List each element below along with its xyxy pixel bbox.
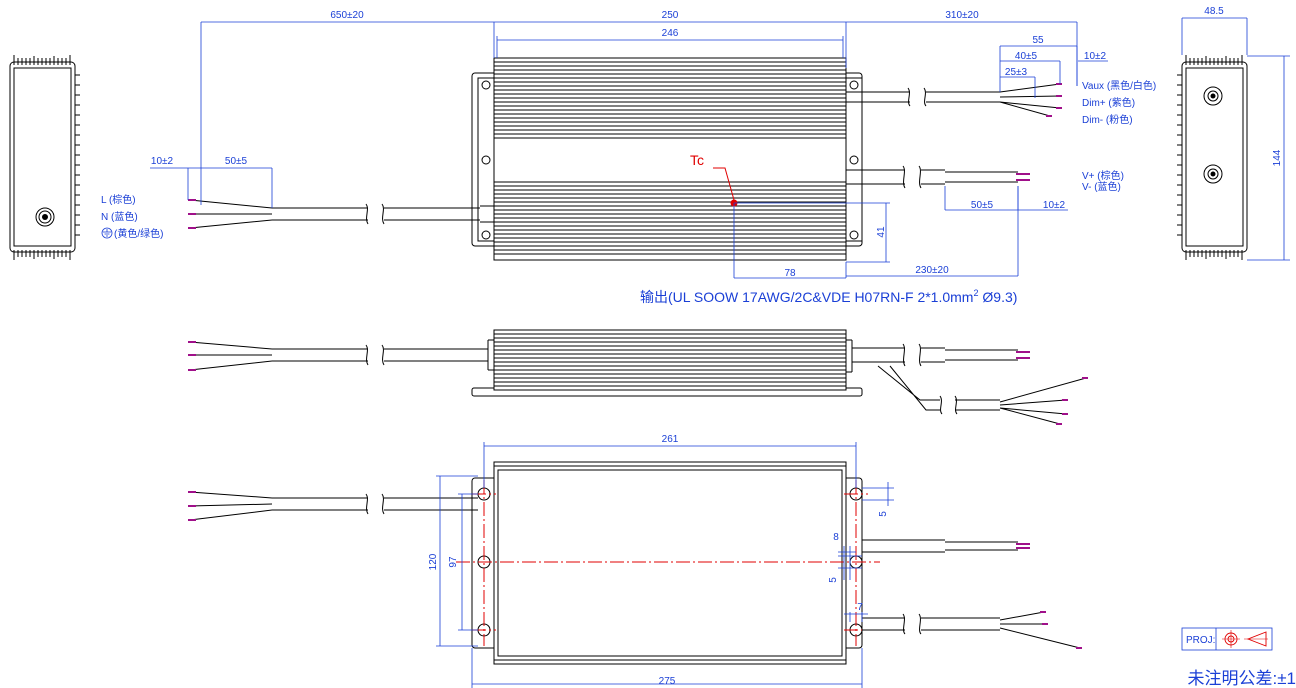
dim-out-50: 50±5 [971,200,994,211]
top-output-cables [846,83,1062,189]
label-dim-minus: Dim- (粉色) [1082,113,1133,126]
dim-650: 650±20 [330,10,364,21]
dim-310: 310±20 [945,10,979,21]
wire-labels: L (棕色) N (蓝色) (黄色/绿色) Vaux (黑色/白色) Dim+ … [101,79,1156,305]
top-view [471,57,863,261]
label-v-minus: V- (蓝色) [1082,180,1121,193]
dim-25: 25±3 [1005,67,1028,78]
projection-symbol-icon [1222,630,1268,648]
bottom-view: 261 275 120 97 5 8 5 7 [188,434,1082,688]
label-dim-plus: Dim+ (紫色) [1082,96,1135,109]
ground-symbol-icon [101,227,113,239]
left-end-view [9,55,80,260]
dim-slot-5a: 5 [878,511,889,517]
left-end-fins-top [13,55,71,65]
dim-250: 250 [662,10,679,21]
dim-slot-7: 7 [857,602,863,613]
top-fins-upper [494,61,846,135]
gland-icon [35,207,55,227]
top-dimensions: 650±20 250 310±20 246 55 40±5 25±3 10±2 … [150,10,1108,279]
dim-in-50: 50±5 [225,156,248,167]
dim-55: 55 [1032,35,1044,46]
label-v-plus: V+ (棕色) [1082,169,1124,182]
dim-261: 261 [662,434,679,445]
dim-97: 97 [448,556,459,568]
top-fins-lower [494,185,846,255]
proj-label: PROJ: [1186,635,1215,646]
label-n-wire: N (蓝色) [101,210,138,223]
right-end-view: 48.5 144 [1177,6,1290,261]
dim-in-10: 10±2 [151,156,174,167]
label-tc: Tc [690,152,704,168]
label-l-wire: L (棕色) [101,193,136,206]
dim-aux-10: 10±2 [1084,51,1107,62]
dim-out-10: 10±2 [1043,200,1066,211]
dim-246: 246 [662,28,679,39]
dim-230: 230±20 [915,265,949,276]
dim-275: 275 [659,676,676,687]
label-vaux: Vaux (黑色/白色) [1082,79,1156,92]
dim-48-5: 48.5 [1204,6,1224,17]
side-view [188,329,1088,425]
label-ground-wire: (黄色/绿色) [114,227,163,240]
left-end-fins-bottom [13,250,71,260]
output-spec: 输出(UL SOOW 17AWG/2C&VDE H07RN-F 2*1.0mm2… [640,288,1017,305]
dim-tc-41: 41 [876,226,887,238]
dim-tc-78: 78 [784,268,796,279]
projection-box: PROJ: [1181,627,1273,651]
top-input-cable [188,199,494,229]
dim-144: 144 [1272,149,1283,166]
dim-slot-8: 8 [833,532,839,543]
dim-slot-5b: 5 [828,577,839,583]
dim-40: 40±5 [1015,51,1038,62]
tolerance-note: 未注明公差:±1 [1187,669,1296,688]
dim-120: 120 [428,553,439,570]
